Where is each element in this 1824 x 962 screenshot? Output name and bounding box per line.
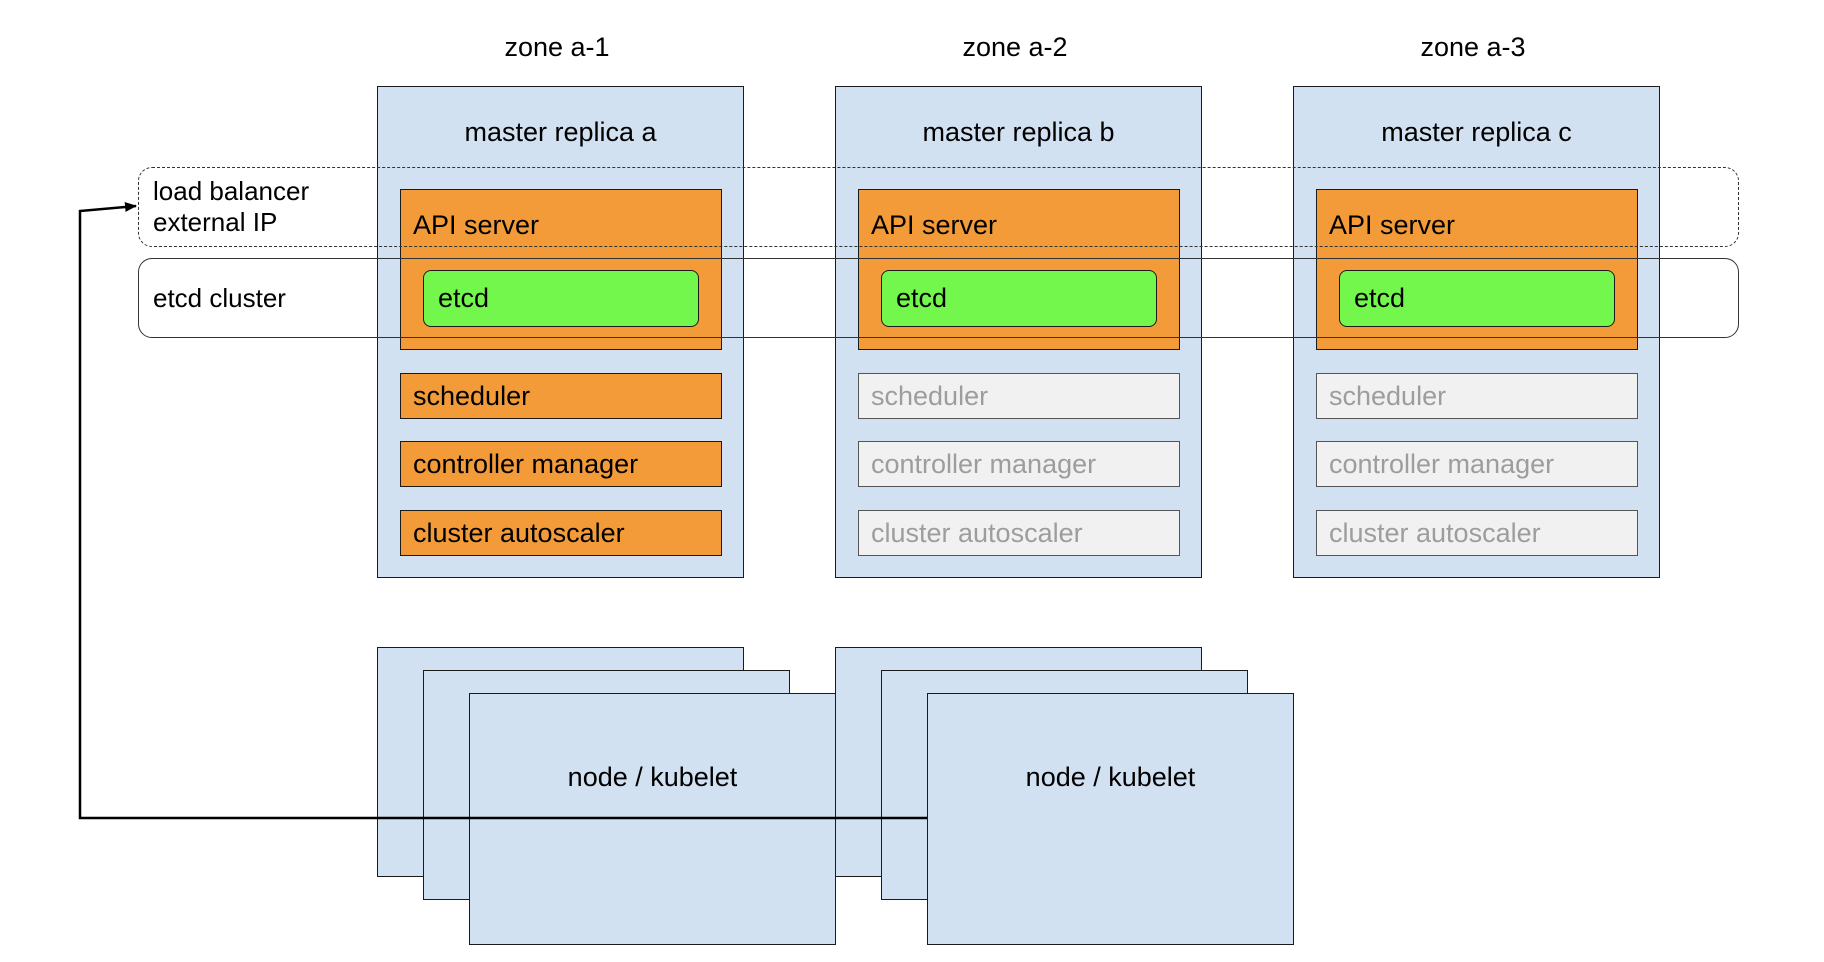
controller-manager-b: controller manager xyxy=(858,441,1180,487)
replica-title: master replica a xyxy=(464,117,657,147)
etcd-cluster-label: etcd cluster xyxy=(153,283,286,313)
load-balancer-line1: load balancer xyxy=(153,176,310,206)
connector-line xyxy=(78,201,927,820)
api-server-label: API server xyxy=(1329,210,1456,240)
node-kubelet-label: node / kubelet xyxy=(1025,762,1196,792)
zone-label-a1: zone a-1 xyxy=(504,32,610,62)
load-balancer-label: load balancer external IP xyxy=(153,176,309,238)
etcd-a: etcd xyxy=(423,270,699,327)
node-kubelet-label: node / kubelet xyxy=(567,762,738,792)
scheduler-a: scheduler xyxy=(400,373,722,419)
node-card-front: node / kubelet xyxy=(927,693,1294,945)
cluster-autoscaler-c: cluster autoscaler xyxy=(1316,510,1638,556)
etcd-b: etcd xyxy=(881,270,1157,327)
load-balancer-band xyxy=(138,167,1739,247)
cluster-autoscaler-a: cluster autoscaler xyxy=(400,510,722,556)
api-server-label: API server xyxy=(871,210,998,240)
replica-title: master replica c xyxy=(1381,117,1572,147)
controller-manager-c: controller manager xyxy=(1316,441,1638,487)
api-server-label: API server xyxy=(413,210,540,240)
replica-title: master replica b xyxy=(922,117,1115,147)
cluster-autoscaler-b: cluster autoscaler xyxy=(858,510,1180,556)
scheduler-c: scheduler xyxy=(1316,373,1638,419)
etcd-c: etcd xyxy=(1339,270,1615,327)
zone-label-a2: zone a-2 xyxy=(962,32,1068,62)
scheduler-b: scheduler xyxy=(858,373,1180,419)
controller-manager-a: controller manager xyxy=(400,441,722,487)
load-balancer-line2: external IP xyxy=(153,207,278,237)
zone-label-a3: zone a-3 xyxy=(1420,32,1526,62)
etcd-cluster-band xyxy=(138,258,1739,338)
